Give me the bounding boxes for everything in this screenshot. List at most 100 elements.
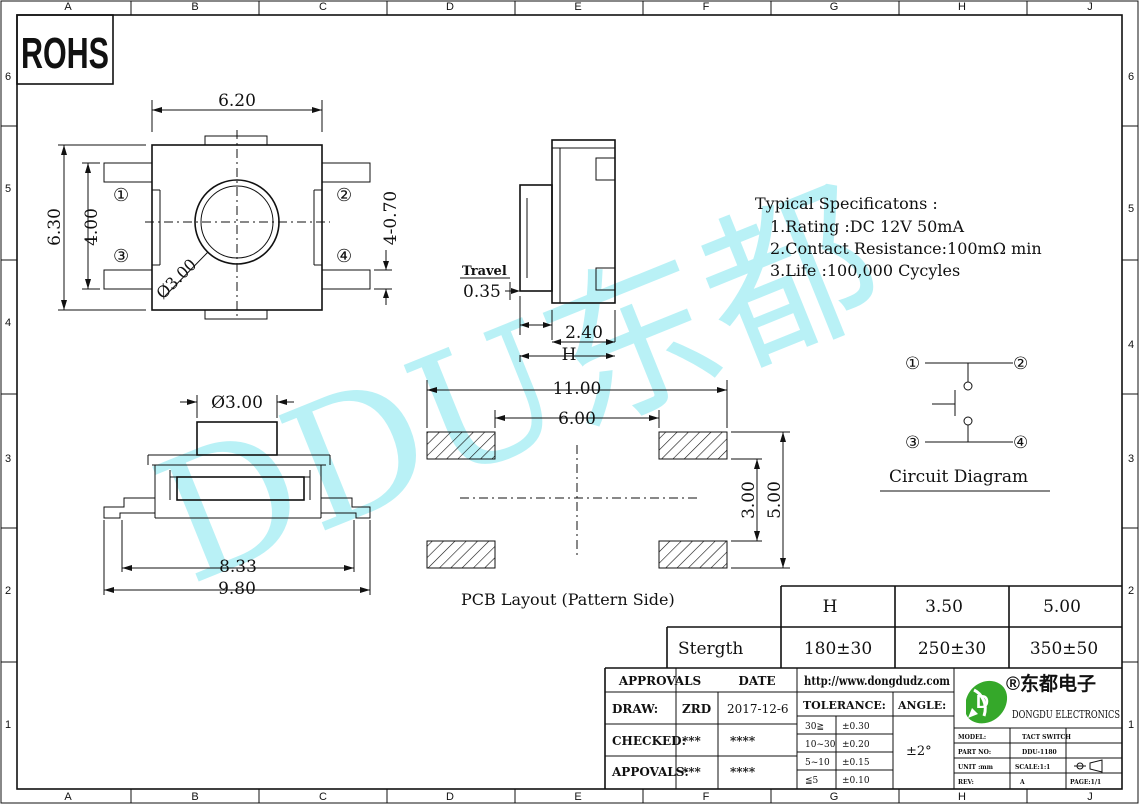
row-label-right: 4 (1128, 339, 1134, 351)
projection-symbol-icon (1074, 759, 1103, 773)
tolerance-range-2: 10~30 (805, 740, 836, 750)
partno-label: PART NO: (958, 749, 991, 756)
side-pin-top (595, 157, 616, 181)
pin-1-label: ① (113, 185, 129, 206)
circuit-pin-3: ③ (905, 433, 920, 453)
column-label-bottom: B (191, 791, 198, 803)
column-label-top: H (958, 1, 966, 13)
force-row-label: Stergth (678, 639, 743, 659)
force-value-3: 350±50 (1030, 639, 1098, 659)
tolerance-label: TOLERANCE: (803, 699, 886, 712)
spec-contact-resistance: 2.Contact Resistance:100mΩ min (770, 239, 1042, 258)
appovals-name: *** (682, 765, 702, 779)
pcb-outer-height-dim: 5.00 (765, 481, 785, 519)
pin-1 (103, 162, 153, 183)
rohs-mark: ROHS (16, 14, 114, 85)
side-view-actuator (519, 184, 553, 292)
travel-label: Travel (462, 264, 507, 279)
angle-label: ANGLE: (897, 699, 946, 712)
appovals-label: APPOVALS: (611, 765, 689, 779)
spec-rating: 1.Rating :DC 12V 50mA (770, 217, 964, 236)
top-view-inner-lines (152, 189, 322, 266)
company-logo-icon: D (966, 680, 1008, 724)
pin-3-label: ③ (113, 246, 129, 267)
approvals-label: APPROVALS (618, 674, 701, 688)
logo-letter: D (976, 692, 989, 712)
row-label-left: 5 (5, 183, 11, 195)
date-label: DATE (738, 674, 775, 688)
partno-value: DDU-1180 (1022, 749, 1057, 756)
page-label: PAGE:1/1 (1070, 779, 1101, 786)
force-value-2: 250±30 (918, 639, 986, 659)
tolerance-range-1: 30≧ (805, 722, 824, 732)
rohs-label: ROHS (21, 29, 109, 78)
column-label-bottom: E (574, 791, 581, 803)
travel-value: 0.35 (463, 282, 501, 302)
front-window (176, 476, 305, 501)
pin-2 (321, 162, 371, 183)
checked-date: **** (730, 734, 756, 748)
side-view: 2.40 H Travel 0.35 (460, 139, 616, 365)
unit-label: UNIT :mm (958, 764, 994, 771)
company-name-cn: ®东都电子 (1006, 672, 1096, 695)
angle-value: ±2° (906, 744, 932, 759)
circuit-pin-2: ② (1013, 354, 1028, 374)
column-label-bottom: J (1087, 791, 1093, 803)
row-label-left: 2 (5, 585, 11, 597)
rev-label: REV: (958, 779, 974, 786)
column-label-top: G (830, 1, 839, 13)
pcb-total-width-dim: 11.00 (553, 379, 602, 399)
border-column-labels: A B C D E F G H J A B C D E F G H J (64, 1, 1092, 803)
column-label-top: A (64, 1, 72, 13)
column-label-bottom: C (319, 791, 327, 803)
pcb-pad-spacing-dim: 6.00 (558, 409, 596, 429)
specs-title: Typical Specificatons : (755, 194, 938, 213)
column-label-top: B (191, 1, 198, 13)
front-inner-width-dim: 8.33 (219, 557, 257, 577)
tolerance-value-2: ±0.20 (842, 740, 870, 750)
checked-name: *** (682, 734, 702, 748)
row-label-right: 5 (1128, 203, 1134, 215)
row-label-right: 1 (1128, 719, 1134, 731)
side-pin-bottom (595, 267, 616, 291)
model-label: MODEL: (958, 734, 986, 741)
company-name-en: DONGDU ELECTRONICS (1012, 708, 1120, 721)
column-label-bottom: D (446, 791, 454, 803)
draw-label: DRAW: (612, 702, 658, 716)
pcb-centerlines (460, 445, 700, 555)
pin-4 (321, 269, 371, 290)
specifications: Typical Specificatons : 1.Rating :DC 12V… (755, 194, 1042, 280)
tolerance-value-3: ±0.15 (842, 758, 870, 768)
tolerance-value-1: ±0.30 (842, 722, 870, 732)
tolerance-value-4: ±0.10 (842, 776, 870, 786)
force-header-500: 5.00 (1043, 597, 1081, 617)
appovals-date: **** (730, 765, 756, 779)
title-block: APPROVALS DATE http://www.dongdudz.com D… (604, 667, 1122, 789)
top-height-dim: 6.30 (45, 208, 65, 246)
front-pins (103, 497, 371, 519)
scale-label: SCALE:1:1 (1015, 764, 1050, 771)
pin-4-label: ④ (336, 246, 352, 267)
circuit-caption: Circuit Diagram (889, 467, 1028, 487)
pcb-pad-3 (426, 540, 496, 569)
column-label-top: D (446, 1, 454, 13)
force-header-h: H (823, 597, 838, 617)
row-label-right: 3 (1128, 453, 1134, 465)
row-label-right: 6 (1128, 71, 1134, 83)
pin-2-label: ② (336, 185, 352, 206)
company-url: http://www.dongdudz.com (804, 674, 950, 688)
front-outer-width-dim: 9.80 (218, 579, 256, 599)
draw-name: ZRD (682, 702, 711, 716)
row-label-right: 2 (1128, 585, 1134, 597)
column-label-top: E (574, 1, 581, 13)
row-label-left: 1 (5, 719, 11, 731)
front-view: Ø3.00 8.33 9.80 (103, 393, 371, 599)
pcb-caption: PCB Layout (Pattern Side) (461, 590, 675, 609)
circuit-pin-1: ① (905, 354, 920, 374)
pcb-pad-2 (658, 431, 728, 460)
row-label-left: 3 (5, 453, 11, 465)
checked-label: CHECKED: (612, 734, 686, 748)
